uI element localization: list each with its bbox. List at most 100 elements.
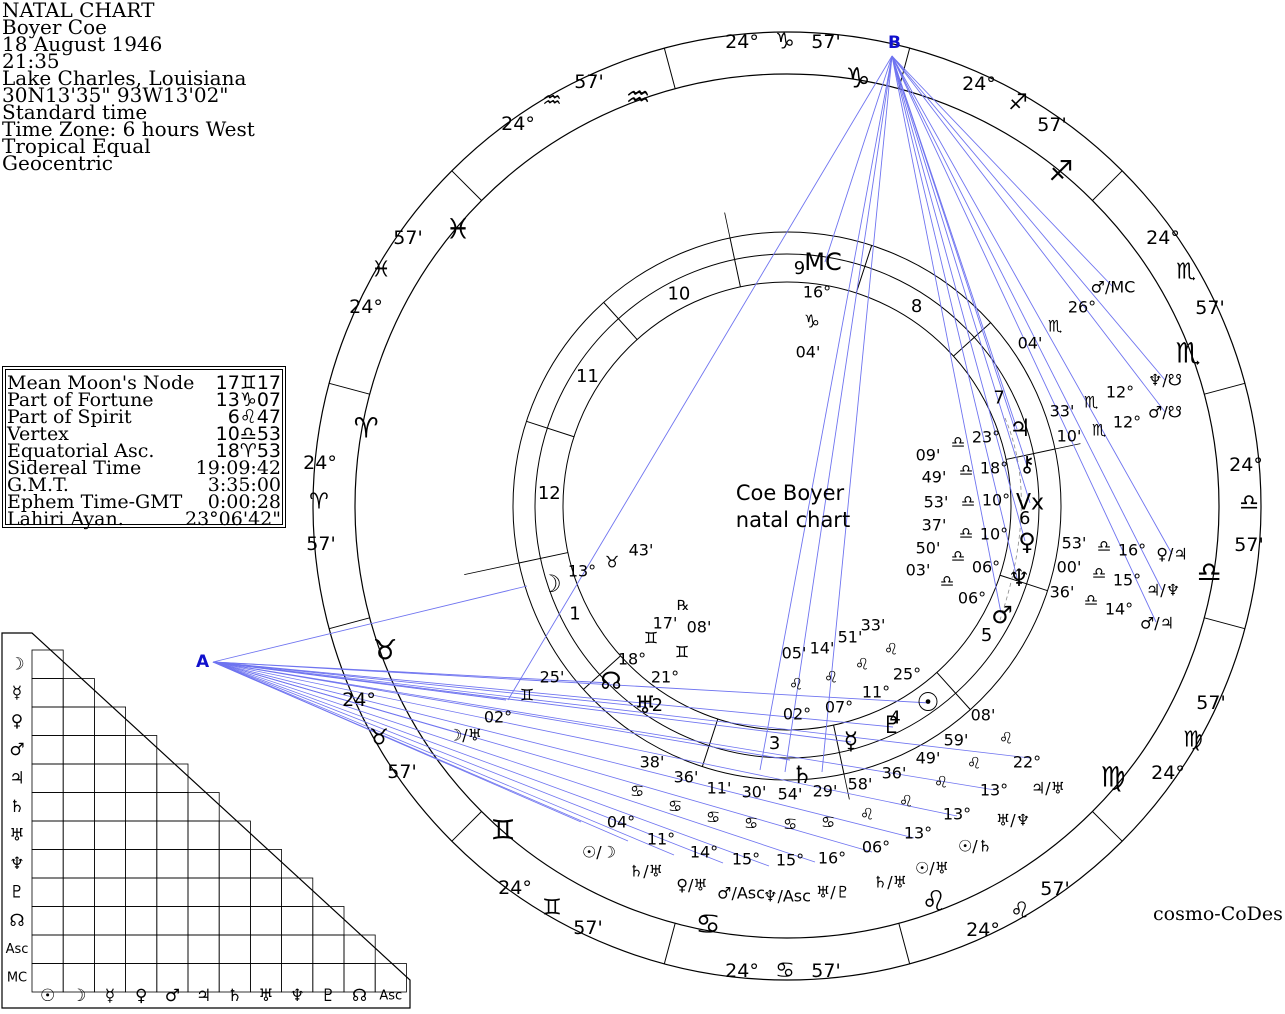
info-value: 19:09:42 <box>195 457 281 479</box>
midpoint-label: ☉/♄ <box>958 837 992 856</box>
zodiac-degree-label: 57' <box>811 960 840 982</box>
midpoint-label: ♄/♅ <box>629 862 663 881</box>
natal-label: 10° <box>980 525 1008 544</box>
planet-tick-arc <box>999 417 1022 621</box>
grid-row-glyph: ☽ <box>9 654 24 674</box>
natal-label: ☊ <box>600 667 621 695</box>
zodiac-sign-glyph: ♌ <box>1010 899 1030 924</box>
aspect-line <box>212 661 675 856</box>
midpoint-label: 13° <box>943 805 971 824</box>
midpoint-label: 10' <box>1057 427 1082 446</box>
aspect-line <box>212 661 1031 759</box>
grid-row-glyph: MC <box>7 970 27 985</box>
natal-label: 43' <box>629 541 654 560</box>
zodiac-sign-glyph-large: ♑ <box>845 62 870 95</box>
house-cusp <box>1006 448 1056 460</box>
aspect-line <box>212 661 770 867</box>
midpoint-label: ☉/♅ <box>915 859 949 878</box>
house-number: 9 <box>794 258 805 279</box>
midpoint-label: ♌ <box>899 792 913 811</box>
midpoint-label: ☽/♅ <box>448 726 482 745</box>
house-number: 1 <box>569 604 580 625</box>
house-number: 7 <box>993 387 1004 408</box>
aspect-grid-cell <box>374 963 407 993</box>
grid-col-glyph: ♆ <box>290 986 305 1006</box>
natal-label: 13° <box>568 562 596 581</box>
midpoint-label: ♋ <box>821 813 835 832</box>
grid-row-glyph: ♆ <box>9 854 24 874</box>
midpoint-label: 12° <box>1106 383 1134 402</box>
info-label: G.M.T. <box>7 474 69 496</box>
midpoint-label: 11° <box>647 830 675 849</box>
house-number: 4 <box>889 708 900 729</box>
grid-col-glyph: ☿ <box>105 986 115 1006</box>
zodiac-sign-glyph: ♏ <box>1176 260 1196 285</box>
midpoint-label: ♏ <box>1092 421 1106 440</box>
midpoint-label: ♏ <box>1048 317 1062 336</box>
midpoint-labels: ♂/MC26°♏04'♆/☋12°♏33'♂/☋12°♏10'♀/♃16°♎53… <box>448 278 1188 906</box>
midpoint-label: 30' <box>742 783 767 802</box>
grid-col-glyph: ♀ <box>135 986 147 1006</box>
house-number: 12 <box>538 483 561 504</box>
zodiac-degree-label: 24° <box>1146 227 1180 249</box>
grid-col-glyph: ♇ <box>321 986 336 1006</box>
natal-label: 11° <box>862 683 890 702</box>
zodiac-degree-label: 57' <box>393 227 422 249</box>
wheel-geometry <box>312 31 1262 981</box>
midpoint-label: ♀/♅ <box>676 876 707 895</box>
zodiac-sign-glyph-large: ♏ <box>1175 337 1200 370</box>
midpoint-label: ♎ <box>1092 564 1106 583</box>
header-line: Geocentric <box>2 151 113 175</box>
zodiac-sign-glyph: ♓ <box>371 258 391 283</box>
natal-label: ♑ <box>804 312 820 333</box>
info-label: Equatorial Asc. <box>7 440 155 462</box>
natal-label: ♎ <box>959 524 973 543</box>
midpoint-label: 06° <box>862 838 890 857</box>
info-row: Equatorial Asc. 18♈53 <box>7 440 281 462</box>
grid-row-glyph: ♀ <box>11 711 23 731</box>
natal-label: ♆ <box>1008 564 1030 592</box>
natal-label: ⚷ <box>1019 453 1035 478</box>
grid-col-glyph: ♄ <box>227 986 242 1006</box>
midpoint-label: 15° <box>1113 571 1141 590</box>
grid-row-glyph: Asc <box>6 942 29 957</box>
natal-label: 05' <box>782 644 807 663</box>
midpoint-label: ♋ <box>744 814 758 833</box>
aspect-line <box>891 55 1031 504</box>
info-label: Part of Spirit <box>7 406 132 428</box>
house-cusp <box>855 245 873 294</box>
zodiac-sign-glyph: ♋ <box>775 959 795 984</box>
natal-label: ♊ <box>644 629 658 648</box>
grid-col-glyph: ♂ <box>165 986 180 1006</box>
zodiac-sign-glyph-large: ♎ <box>1196 556 1221 589</box>
zodiac-sign-glyph-large: ♐ <box>1048 155 1073 188</box>
midpoint-label: 16° <box>818 849 846 868</box>
grid-row-glyph: ♇ <box>9 882 24 902</box>
natal-label: ♌ <box>824 668 838 687</box>
midpoint-label: ♏ <box>1084 393 1098 412</box>
header-line: Tropical Equal <box>2 134 151 158</box>
natal-label: 09' <box>916 446 941 465</box>
natal-label: 04' <box>796 343 821 362</box>
zodiac-sign-glyph-large: ♋ <box>695 908 720 941</box>
info-value: 18♈53 <box>215 440 281 462</box>
natal-label: ♅ <box>634 691 656 719</box>
natal-label: 14' <box>810 639 835 658</box>
sign-divider <box>451 811 482 842</box>
aspect-line <box>891 55 1026 542</box>
zodiac-sign-glyph: ♑ <box>775 30 795 55</box>
midpoint-label: ♋ <box>706 808 720 827</box>
midpoint-label: ♋ <box>668 797 682 816</box>
info-value: 0:00:28 <box>207 491 281 513</box>
info-value: 3:35:00 <box>207 474 281 496</box>
midpoint-label: 14° <box>690 843 718 862</box>
grid-col-glyph: ☽ <box>71 986 86 1006</box>
zodiac-degree-label: 57' <box>573 917 602 939</box>
midpoint-label: ♋ <box>783 815 797 834</box>
midpoint-label: 58' <box>848 775 873 794</box>
aspect-line <box>212 661 816 863</box>
aspect-line <box>212 661 915 839</box>
